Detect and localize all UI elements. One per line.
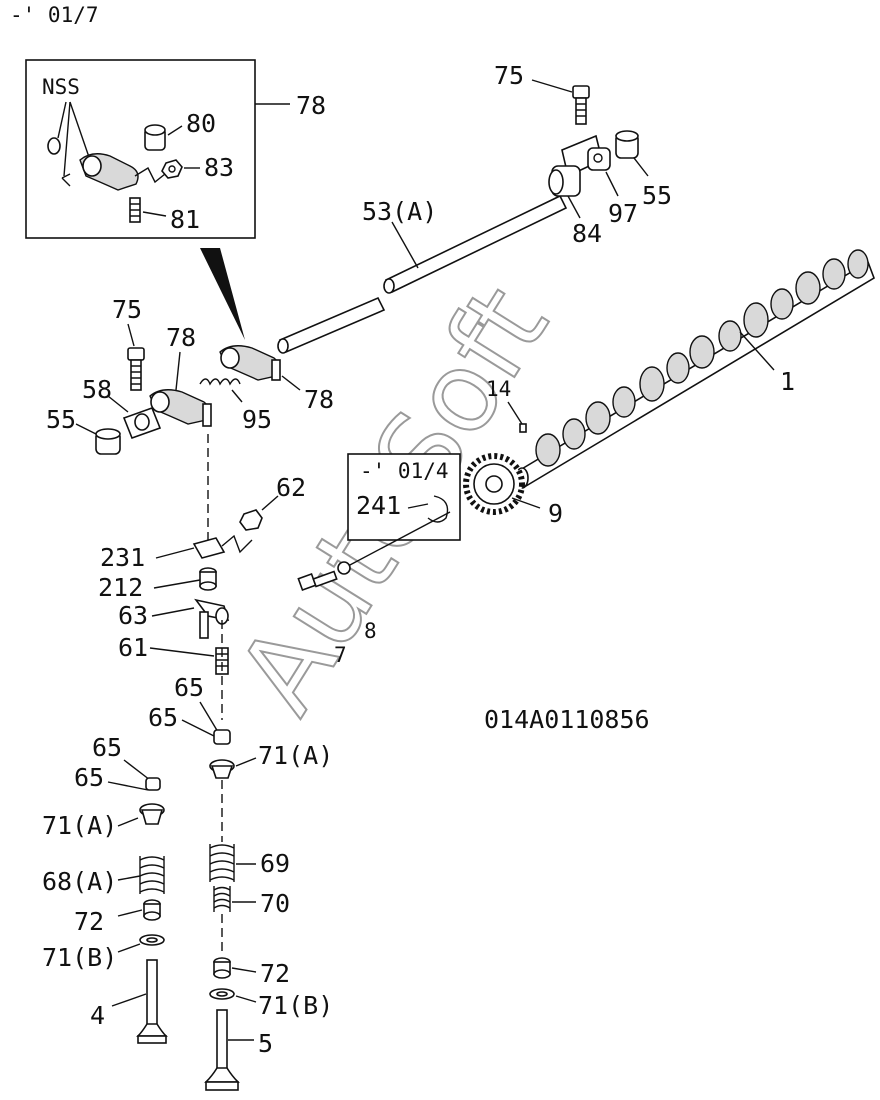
callout-212: 212: [98, 573, 143, 602]
callout-63: 63: [118, 601, 148, 630]
inset-pointer: [200, 248, 245, 340]
seal-72-right: [213, 957, 231, 979]
callout-71a-right: 71(A): [258, 741, 333, 770]
callout-1: 1: [780, 367, 795, 396]
bolt-75-top: 75: [494, 61, 590, 125]
callout-241: 241: [356, 491, 401, 520]
callout-81: 81: [170, 205, 200, 234]
callout-78-right: 78: [304, 385, 334, 414]
callout-58: 58: [82, 375, 112, 404]
camshaft: 1: [515, 249, 875, 489]
shaft-bracket: 84 97 55: [548, 130, 672, 248]
valve-bridge-63: [194, 598, 230, 639]
callout-5: 5: [258, 1029, 273, 1058]
bracket-58: [122, 406, 162, 440]
woodruff-key-14: [519, 423, 527, 433]
callout-71a-left: 71(A): [42, 811, 117, 840]
callout-78-inset: 78: [296, 91, 326, 120]
spring-seat-71b-left: [139, 934, 165, 946]
callout-55-top: 55: [642, 181, 672, 210]
adjust-screw-61: [215, 647, 229, 675]
cap-55-left: [95, 428, 121, 455]
valve-spring-68a: [139, 856, 165, 894]
rocker-arm-right: 78: [219, 345, 334, 414]
valve-cotter-65-left: [145, 777, 161, 791]
bolt-75-left: [127, 347, 145, 391]
gear-bolt-7: 7 8: [297, 511, 451, 667]
spring-retainer-71a-right: [209, 759, 235, 779]
callout-65-d: 65: [74, 763, 104, 792]
callout-65-b: 65: [148, 703, 178, 732]
callout-75-top: 75: [494, 61, 524, 90]
exhaust-valve-5: [204, 1009, 240, 1091]
outer-spring-69: [209, 844, 235, 882]
nss-inset: NSS 78 80 83 81: [25, 59, 326, 239]
callout-75-left: 75: [112, 295, 142, 324]
callout-14: 14: [486, 377, 511, 401]
rocker-arm-mid: [149, 389, 212, 427]
timing-gear-9: 9: [463, 453, 563, 528]
callout-62: 62: [276, 473, 306, 502]
serial-range-label: -' 01/7: [10, 3, 99, 27]
drawing-number: 014A0110856: [484, 705, 650, 734]
callout-71b-right: 71(B): [258, 991, 333, 1020]
callout-55-left: 55: [46, 405, 76, 434]
callout-8: 8: [364, 619, 377, 643]
callout-69: 69: [260, 849, 290, 878]
seal-72-left: [143, 899, 161, 921]
bridge-231: [192, 537, 226, 559]
callout-84: 84: [572, 219, 602, 248]
callout-7: 7: [334, 643, 347, 667]
callout-80: 80: [186, 109, 216, 138]
serial-inset: -' 01/4 241: [347, 453, 461, 541]
nut-62: [239, 509, 263, 531]
callout-72-left: 72: [74, 907, 104, 936]
callout-78-mid: 78: [166, 323, 196, 352]
callout-72-right: 72: [260, 959, 290, 988]
callout-4: 4: [90, 1001, 105, 1030]
callout-83: 83: [204, 153, 234, 182]
spring-retainer-71a-left: [139, 803, 165, 825]
callout-53a: 53(A): [362, 197, 437, 226]
spring-95: 95: [199, 378, 272, 434]
callout-231: 231: [100, 543, 145, 572]
valve-cotter-65-right: [213, 729, 231, 745]
rocker-shaft: 53(A): [277, 194, 568, 354]
callout-97: 97: [608, 199, 638, 228]
callout-95: 95: [242, 405, 272, 434]
callout-70: 70: [260, 889, 290, 918]
callout-71b-left: 71(B): [42, 943, 117, 972]
callout-68a: 68(A): [42, 867, 117, 896]
part-212: [199, 567, 217, 591]
bushing-small: [47, 137, 61, 155]
serial-inset-range: -' 01/4: [360, 459, 449, 483]
callout-61: 61: [118, 633, 148, 662]
nss-title: NSS: [42, 75, 80, 99]
spring-seat-71b-right: [209, 988, 235, 1000]
callout-9: 9: [548, 499, 563, 528]
inner-spring-70: [213, 886, 231, 912]
callout-65-a: 65: [174, 673, 204, 702]
nut-83: [161, 159, 183, 179]
callout-65-c: 65: [92, 733, 122, 762]
intake-valve-4: [136, 959, 168, 1044]
